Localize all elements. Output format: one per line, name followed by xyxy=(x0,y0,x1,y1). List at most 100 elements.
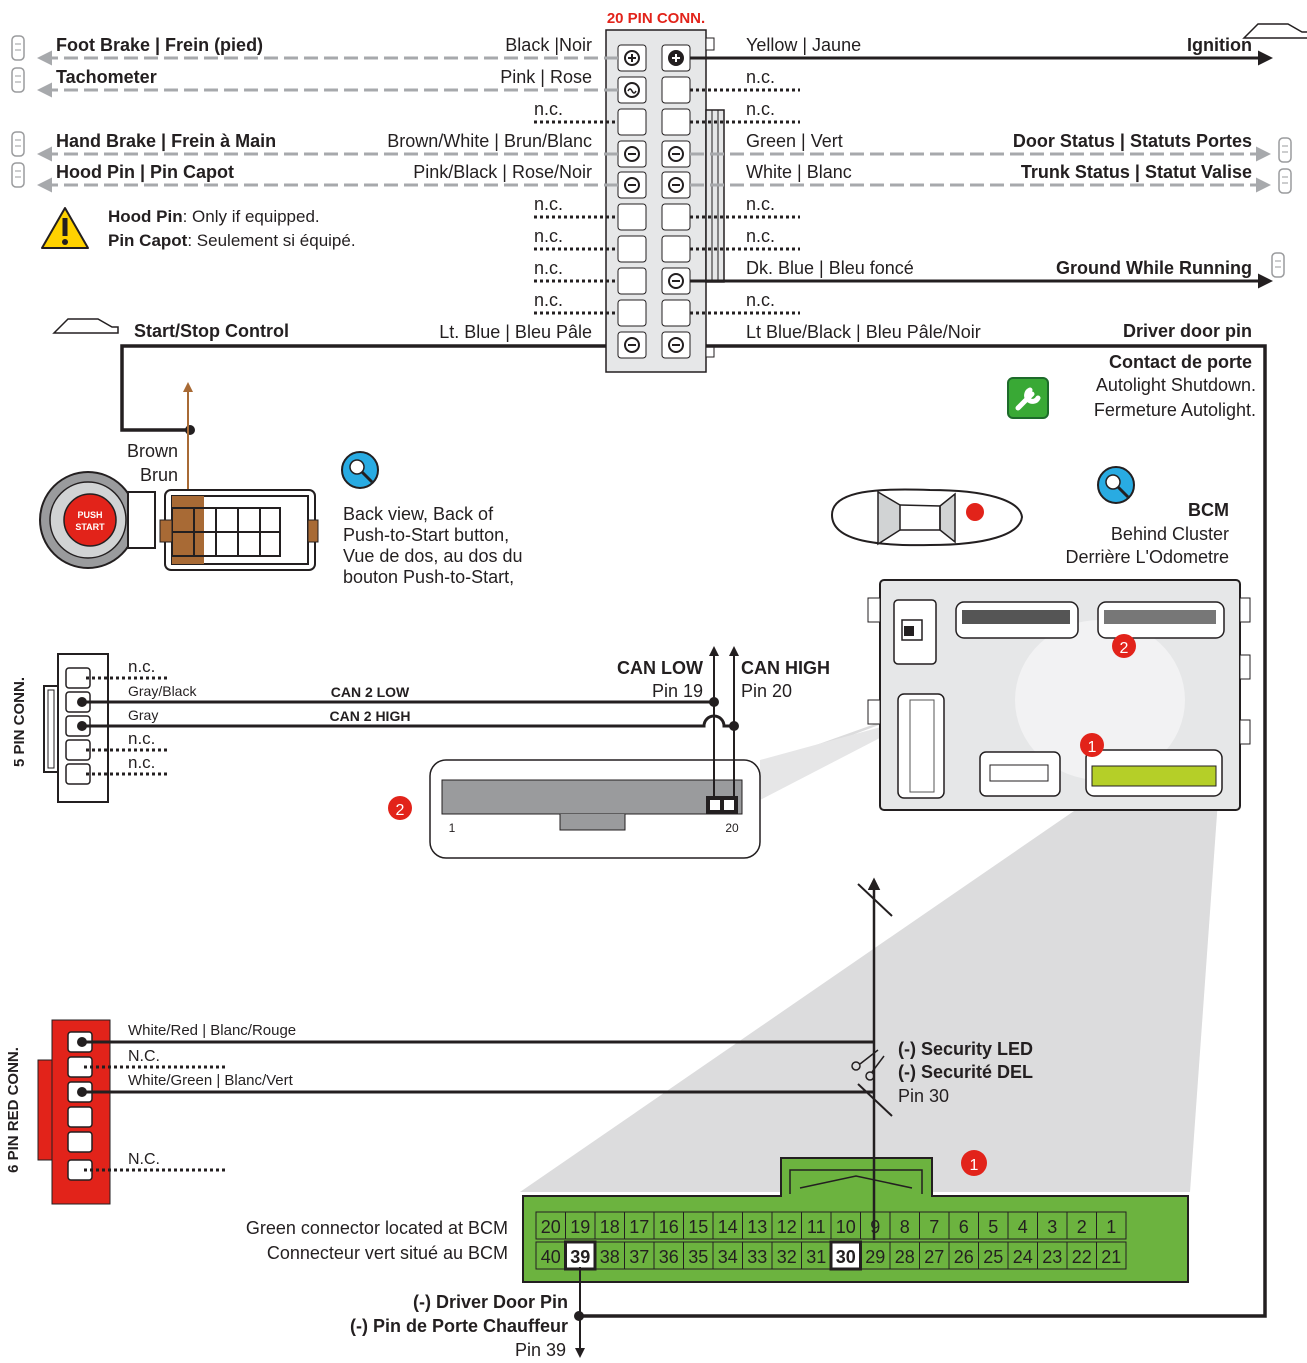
driver-pin-en: (-) Driver Door Pin xyxy=(413,1292,568,1312)
five-pin-label-4: n.c. xyxy=(128,729,155,748)
bcm-line2: Derrière L'Odometre xyxy=(1066,547,1230,567)
function-right-5: Trunk Status | Statut Valise xyxy=(1021,162,1252,182)
bcm-pin-3: 3 xyxy=(1047,1217,1057,1237)
wire-label-right-10: Lt Blue/Black | Bleu Pâle/Noir xyxy=(746,322,981,342)
svg-text:2: 2 xyxy=(1120,640,1129,657)
wire-label-right-6: n.c. xyxy=(746,194,775,214)
five-pin-label-1: n.c. xyxy=(128,657,155,676)
pin-left-1 xyxy=(617,44,647,72)
bcm-pin-2: 2 xyxy=(1077,1217,1087,1237)
bcm-pin-12: 12 xyxy=(777,1217,797,1237)
bcm-pin-30: 30 xyxy=(836,1247,856,1267)
hood-note-line2: Pin Capot: Seulement si équipé. xyxy=(108,231,356,250)
svg-text:2: 2 xyxy=(396,802,405,819)
bcm-pin-34: 34 xyxy=(718,1247,738,1267)
function-left-1: Foot Brake | Frein (pied) xyxy=(56,35,263,55)
bcm-pin-19: 19 xyxy=(570,1217,590,1237)
push-label: PUSH xyxy=(77,510,102,520)
pin-right-4 xyxy=(661,140,691,168)
five-pin-1 xyxy=(65,667,91,689)
pin-right-7 xyxy=(661,235,691,263)
pin-left-10 xyxy=(617,331,647,359)
pin-left-9 xyxy=(617,299,647,327)
six-pin-6 xyxy=(67,1159,93,1181)
green-connector-marker: 1 xyxy=(961,1150,987,1176)
bcm-pin-23: 23 xyxy=(1042,1247,1062,1267)
bcm-pin-35: 35 xyxy=(688,1247,708,1267)
push-note-3: Vue de dos, au dos du xyxy=(343,546,522,566)
pin-right-9 xyxy=(661,299,691,327)
function-right-8: Ground While Running xyxy=(1056,258,1252,278)
bcm-marker-2: 2 xyxy=(1112,634,1136,658)
bcm-pin-17: 17 xyxy=(629,1217,649,1237)
wire-label-right-3: n.c. xyxy=(746,99,775,119)
autolight-fr: Fermeture Autolight. xyxy=(1094,400,1256,420)
bcm-pin-10: 10 xyxy=(836,1217,856,1237)
push-note-4: bouton Push-to-Start, xyxy=(343,567,514,587)
wire-label-left-3: n.c. xyxy=(534,99,563,119)
function-right-4: Door Status | Statuts Portes xyxy=(1013,131,1252,151)
pin-right-2 xyxy=(661,76,691,104)
pin-right-10 xyxy=(661,331,691,359)
function-left-5: Hood Pin | Pin Capot xyxy=(56,162,234,182)
pin-right-5 xyxy=(661,171,691,199)
pin-left-6 xyxy=(617,203,647,231)
remote-icon xyxy=(1278,137,1292,163)
wire-label-left-2: Pink | Rose xyxy=(500,67,592,87)
car-icon xyxy=(52,318,119,334)
pin-20-label: 20 xyxy=(725,821,739,835)
wire-label-right-4: Green | Vert xyxy=(746,131,843,151)
svg-text:1: 1 xyxy=(1088,739,1097,756)
bcm-pin-11: 11 xyxy=(807,1217,826,1237)
pin-left-5 xyxy=(617,171,647,199)
start-stop-wire xyxy=(120,344,606,432)
warning-icon xyxy=(41,207,89,249)
function-left-4: Hand Brake | Frein à Main xyxy=(56,131,276,151)
push-start-button: PUSH START xyxy=(39,471,319,571)
zoomed-connector-2 xyxy=(429,759,761,859)
five-pin-label-2: Gray/Black xyxy=(128,683,197,699)
bcm-pin-21: 21 xyxy=(1101,1247,1121,1267)
brown-label-en: Brown xyxy=(127,441,178,461)
wire-label-right-2: n.c. xyxy=(746,67,775,87)
green-caption-fr: Connecteur vert situé au BCM xyxy=(267,1243,508,1263)
five-pin-4 xyxy=(65,739,91,761)
pin-right-1 xyxy=(661,44,691,72)
can2-high-label: CAN 2 HIGH xyxy=(330,708,411,724)
driver-door-fr: Contact de porte xyxy=(1109,352,1252,372)
bcm-pin-27: 27 xyxy=(924,1247,944,1267)
five-pin-label-5: n.c. xyxy=(128,753,155,772)
bcm-pin-40: 40 xyxy=(541,1247,561,1267)
bcm-pin-21-cell xyxy=(1096,1241,1127,1270)
pin-left-4 xyxy=(617,140,647,168)
pin-left-2 xyxy=(617,76,647,104)
brown-label-fr: Brun xyxy=(140,465,178,485)
green-bcm-connector xyxy=(522,1157,1189,1283)
svg-text:1: 1 xyxy=(970,1157,979,1174)
magnifier-icon xyxy=(341,451,379,489)
bcm-pin-4: 4 xyxy=(1018,1217,1028,1237)
wire-label-right-1: Yellow | Jaune xyxy=(746,35,861,55)
five-pin-5 xyxy=(65,763,91,785)
pin-right-8 xyxy=(661,267,691,295)
connector-title: 20 PIN CONN. xyxy=(607,10,705,27)
bcm-pin-20: 20 xyxy=(541,1217,561,1237)
wire-label-left-4: Brown/White | Brun/Blanc xyxy=(387,131,592,151)
six-pin-label-2: N.C. xyxy=(128,1048,160,1065)
remote-icon xyxy=(11,35,25,61)
remote-icon xyxy=(11,67,25,93)
bcm-pin-37: 37 xyxy=(629,1247,649,1267)
function-left-2: Tachometer xyxy=(56,67,157,87)
pin-right-6 xyxy=(661,203,691,231)
pin-1-label: 1 xyxy=(449,821,456,835)
car-icon xyxy=(1242,23,1307,39)
car-top-view-icon xyxy=(830,488,1024,547)
push-note-1: Back view, Back of xyxy=(343,504,494,524)
six-pin-title: 6 PIN RED CONN. xyxy=(5,1047,22,1173)
remote-icon xyxy=(1271,252,1285,278)
bcm-pin-6: 6 xyxy=(959,1217,969,1237)
wire-label-right-5: White | Blanc xyxy=(746,162,852,182)
bcm-pin-36: 36 xyxy=(659,1247,679,1267)
bcm-pin-14: 14 xyxy=(718,1217,738,1237)
